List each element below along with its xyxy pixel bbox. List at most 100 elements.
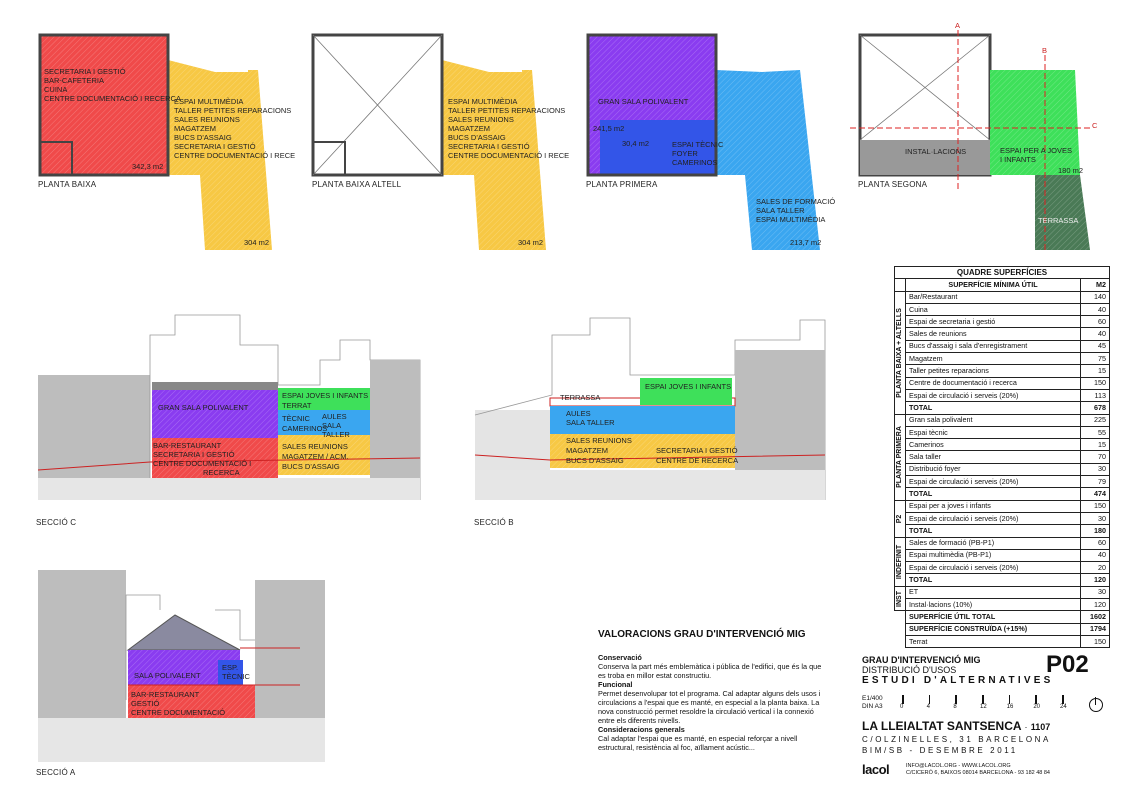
sc-gran-sala: GRAN SALA POLIVALENT [158, 403, 249, 412]
table-cell-label: Sales de formació (PB-P1) [905, 536, 1081, 550]
table-total-label: TOTAL [905, 401, 1081, 415]
sb-aules: AULES SALA TALLER [566, 409, 615, 427]
table-cell-label: Camerinos [905, 438, 1081, 452]
sb-bucs: BUCS D'ASSAIG [566, 456, 624, 465]
sa-tecnic: ESP. TÈCNIC [222, 663, 250, 681]
table-cell-value: 30 [1080, 585, 1110, 600]
sc-camerinos: CAMERINOS [282, 424, 328, 433]
table-cell-value: 60 [1080, 315, 1110, 329]
scale-tick [902, 695, 904, 704]
table-header-label: SUPERFÍCIE MÍNIMA ÚTIL [905, 278, 1081, 292]
sc-caption: SECCIÓ C [36, 518, 77, 527]
north-arrow-icon [1089, 697, 1103, 712]
table-cell-value: 113 [1080, 388, 1110, 403]
sc-joves: ESPAI JOVES I INFANTS [282, 391, 369, 400]
tb-contact: INFO@LACOL.ORG - WWW.LACOL.ORG C/CICERÓ … [906, 763, 1050, 777]
pp-blue-area: 30,4 m2 [622, 139, 650, 148]
table-cell-label: Espai de circulació i serveis (20%) [905, 561, 1081, 575]
ps-instal-zone [860, 140, 990, 175]
table-cell-value: 75 [1080, 352, 1110, 366]
table-cell-value: 40 [1080, 548, 1110, 563]
tb-grau: GRAU D'INTERVENCIÓ MIG [862, 655, 981, 665]
sc-terrat: TERRAT [282, 401, 312, 410]
table-cell-value: 15 [1080, 364, 1110, 378]
table-group-label: PLANTA BAIXA + ALTELLS [894, 290, 906, 415]
table-total-label: TOTAL [905, 573, 1081, 587]
table-cell-value: 60 [1080, 536, 1110, 550]
table-group-label: INST [894, 585, 906, 612]
table-summary-value: 1794 [1080, 622, 1110, 636]
pp-caption: PLANTA PRIMERA [586, 180, 658, 189]
scale-tick-label: 0 [900, 704, 904, 710]
table-row: Espai multimèdia (PB-P1)40 [895, 548, 1110, 563]
table-total-value: 120 [1080, 573, 1110, 587]
sa-caption: SECCIÓ A [36, 768, 76, 777]
valoracions-h3: Consideracions generals [598, 725, 685, 734]
pb-red-labels: SECRETARIA I GESTIÓ BAR-CAFETERIA CUINA … [44, 67, 181, 103]
sb-magatzem: MAGATZEM [566, 446, 608, 455]
table-cell-value: 55 [1080, 425, 1110, 440]
table-summary-value: 1602 [1080, 610, 1110, 624]
pp-cyan-labels: SALES DE FORMACIÓ SALA TALLER ESPAI MULT… [756, 197, 836, 224]
valoracions-p2: Permet desenvolupar tot el programa. Cal… [598, 689, 821, 725]
tb-project-name: LA LLEIALTAT SANTSENCA [862, 719, 1022, 733]
pba-yellow-labels: ESPAI MULTIMÈDIA TALLER PETITES REPARACI… [448, 97, 570, 160]
scale-tick [928, 695, 931, 704]
pp-purple-area: 241,5 m2 [593, 124, 625, 133]
table-cell-label: Instal·lacions (10%) [905, 598, 1081, 612]
table-cell-label: Espai de circulació i serveis (20%) [905, 511, 1081, 526]
valoracions-p3: Cal adaptar l'espai que es manté, en esp… [598, 734, 798, 752]
table-cell-label: Cuina [905, 302, 1081, 317]
ps-section-b-mark: B [1042, 46, 1048, 55]
table-cell-label: Espai tècnic [905, 425, 1081, 440]
ps-green-label: ESPAI PER A JOVES I INFANTS [1000, 146, 1072, 164]
table-summary-label: SUPERFÍCIE ÚTIL TOTAL [905, 610, 1081, 624]
sb-sales-reunions: SALES REUNIONS [566, 436, 632, 445]
table-cell-value: 79 [1080, 475, 1110, 489]
section-a [38, 570, 325, 762]
tb-project: LA LLEIALTAT SANTSENCA · 1107 [862, 719, 1051, 733]
table-header-unit: M2 [1080, 278, 1110, 292]
table-cell-value: 140 [1080, 290, 1110, 304]
table-cell-value: 150 [1080, 376, 1110, 390]
table-title: QUADRE SUPERFÍCIES [894, 265, 1110, 280]
surface-table: QUADRE SUPERFÍCIES SUPERFÍCIE MÍNIMA ÚTI… [894, 265, 1110, 649]
sb-centre: CENTRE DE RECERCA [656, 456, 739, 465]
pp-blue-zone [600, 120, 716, 175]
pp-cyan-area: 213,7 m2 [790, 238, 822, 247]
table-row: Espai de circulació i serveis (20%)79 [895, 475, 1110, 489]
tb-date: BIM/SB - DESEMBRE 2011 [862, 746, 1018, 755]
pba-yellow-area: 304 m2 [518, 238, 544, 247]
table-total-label: TOTAL [905, 524, 1081, 538]
table-cell-label: Espai multimèdia (PB-P1) [905, 548, 1081, 563]
tb-project-num: 1107 [1030, 722, 1051, 732]
tb-scale-label: E1/400 DIN A3 [862, 695, 883, 711]
ps-green-area: 180 m2 [1058, 166, 1084, 175]
table-row: Espai de circulació i serveis (20%)30 [895, 511, 1110, 526]
plan-planta-baixa [38, 33, 272, 250]
tb-address: C/OLZINELLES, 31 BARCELONA [862, 735, 1051, 744]
sc-sales-reunions: SALES REUNIONS [282, 442, 348, 451]
table-summary-row: SUPERFÍCIE CONSTRUÏDA (+15%)1794 [895, 622, 1110, 636]
ps-section-c-mark: C [1092, 121, 1098, 130]
scale-tick-label: 16 [1006, 704, 1014, 710]
table-cell-label: Bar/Restaurant [905, 290, 1081, 304]
table-cell-value: 45 [1080, 339, 1110, 354]
sb-terrassa: TERRASSA [560, 393, 601, 402]
pp-purple-label: GRAN SALA POLIVALENT [598, 97, 689, 106]
tb-contact2: C/CICERÓ 6, BAIXOS 08014 BARCELONA - 93 … [906, 770, 1050, 776]
ps-section-a-mark: A [955, 21, 961, 30]
scale-tick [1008, 695, 1011, 704]
table-total-value: 678 [1080, 401, 1110, 415]
sc-red-block: BAR-RESTAURANT SECRETARIA I GESTIÓ CENTR… [153, 441, 252, 477]
table-cell-label: Centre de documentació i recerca [905, 376, 1081, 390]
